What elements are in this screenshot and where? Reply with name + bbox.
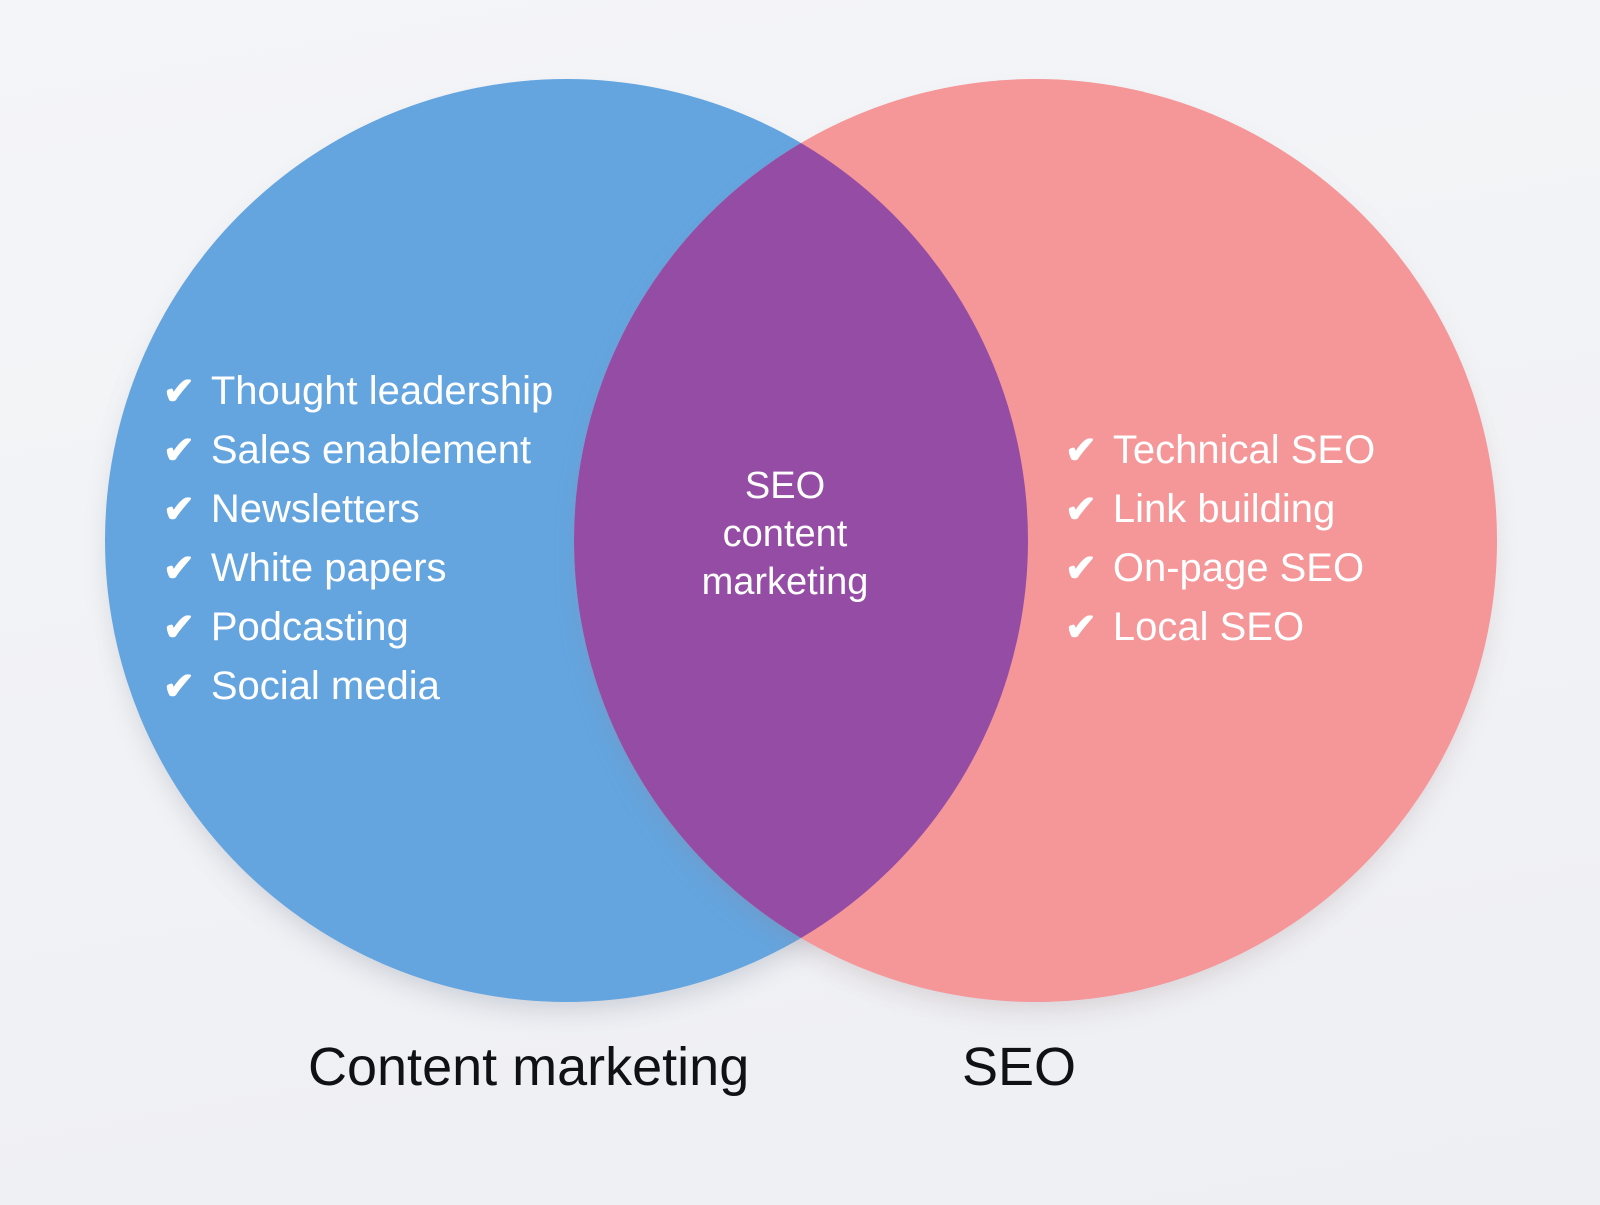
check-icon: ✔ xyxy=(163,666,195,708)
list-item-label: Link building xyxy=(1112,487,1336,531)
check-icon: ✔ xyxy=(163,371,195,413)
list-item: ✔ Social media xyxy=(163,657,553,716)
list-item-label: Thought leadership xyxy=(210,369,554,413)
intersection-label-line: SEO xyxy=(744,465,826,507)
list-item: ✔ Technical SEO xyxy=(1065,421,1375,480)
check-icon: ✔ xyxy=(1065,607,1097,649)
intersection-label-line: marketing xyxy=(701,561,869,603)
check-icon: ✔ xyxy=(1065,489,1097,531)
check-icon: ✔ xyxy=(163,430,195,472)
list-item: ✔ On-page SEO xyxy=(1065,539,1375,598)
list-item-label: Social media xyxy=(210,664,440,708)
list-item-label: Technical SEO xyxy=(1112,428,1376,472)
right-set-item-list: ✔ Technical SEO ✔ Link building ✔ On-pag… xyxy=(1065,421,1375,657)
check-icon: ✔ xyxy=(163,607,195,649)
list-item: ✔ Sales enablement xyxy=(163,421,553,480)
check-icon: ✔ xyxy=(163,489,195,531)
left-set-caption: Content marketing xyxy=(308,1037,750,1097)
intersection-label: SEO content marketing xyxy=(640,462,930,606)
list-item: ✔ Newsletters xyxy=(163,480,553,539)
check-icon: ✔ xyxy=(163,548,195,590)
list-item: ✔ Podcasting xyxy=(163,598,553,657)
list-item-label: Newsletters xyxy=(210,487,420,531)
check-icon: ✔ xyxy=(1065,548,1097,590)
intersection-region xyxy=(105,79,1028,1002)
list-item-label: White papers xyxy=(210,546,447,590)
list-item: ✔ Local SEO xyxy=(1065,598,1375,657)
list-item: ✔ Link building xyxy=(1065,480,1375,539)
list-item-label: Podcasting xyxy=(210,605,409,649)
left-set-item-list: ✔ Thought leadership ✔ Sales enablement … xyxy=(163,362,553,716)
intersection-label-line: content xyxy=(722,513,848,555)
list-item: ✔ White papers xyxy=(163,539,553,598)
list-item-label: Local SEO xyxy=(1112,605,1305,649)
check-icon: ✔ xyxy=(1065,430,1097,472)
list-item-label: On-page SEO xyxy=(1112,546,1365,590)
list-item-label: Sales enablement xyxy=(210,428,532,472)
right-set-caption: SEO xyxy=(962,1037,1077,1097)
list-item: ✔ Thought leadership xyxy=(163,362,553,421)
